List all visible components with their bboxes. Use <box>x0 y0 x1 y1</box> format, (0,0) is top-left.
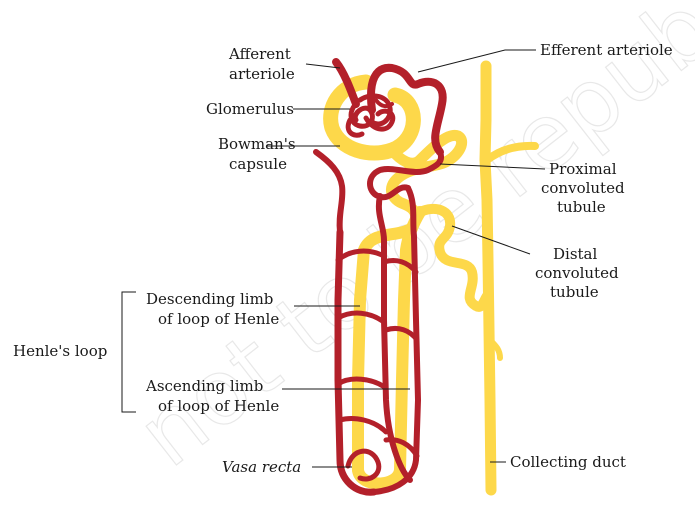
label-pct-line2: convoluted <box>541 179 625 197</box>
vasa-recta-right <box>375 193 413 483</box>
afferent-arteriole <box>332 58 360 108</box>
label-efferent: Efferent arteriole <box>540 41 673 59</box>
label-descending-line2: of loop of Henle <box>158 310 279 328</box>
label-ascending-line1: Ascending limb <box>145 377 263 395</box>
vasa-recta-crosslink-5 <box>335 376 389 391</box>
label-dct-line3: tubule <box>550 283 599 301</box>
label-dct-line1: Distal <box>553 245 597 263</box>
label-pct-line3: tubule <box>557 198 606 216</box>
label-glomerulus: Glomerulus <box>206 100 294 118</box>
label-ascending-line2: of loop of Henle <box>158 397 279 415</box>
vasa-recta-crosslink-7 <box>383 437 420 459</box>
henles-loop-bracket <box>121 291 136 413</box>
collecting-duct-branch <box>483 141 539 164</box>
label-afferent-line1: Afferent <box>228 45 291 63</box>
leader-efferent <box>417 49 536 73</box>
label-vasa-recta: Vasa recta <box>222 458 301 476</box>
vasa-recta-crosslink-2 <box>381 257 419 275</box>
collecting-duct-notch <box>487 337 503 361</box>
label-bowmans-line1: Bowman's <box>218 135 296 153</box>
labels: Afferent arteriole Efferent arteriole Gl… <box>13 41 673 476</box>
label-dct-line2: convoluted <box>535 264 619 282</box>
label-descending-line1: Descending limb <box>146 290 273 308</box>
collecting-duct <box>479 60 497 496</box>
peritubular-capillary <box>367 149 444 201</box>
label-collecting-duct: Collecting duct <box>510 453 626 471</box>
efferent-arteriole <box>367 63 447 156</box>
blood-vessel-system <box>313 58 447 496</box>
label-afferent-line2: arteriole <box>229 65 295 83</box>
distal-convoluted-tubule <box>415 203 492 312</box>
vasa-recta-left <box>334 228 378 496</box>
glomerulus-knot <box>345 93 396 138</box>
label-henles-loop: Henle's loop <box>13 342 107 360</box>
vasa-recta-crosslink-3 <box>335 310 387 325</box>
bowmans-capsule <box>323 74 421 161</box>
leader-afferent <box>305 63 341 69</box>
vasa-recta-far-right <box>371 185 421 495</box>
leader-pct <box>439 163 546 170</box>
vasa-recta-bottom-loop <box>345 448 382 482</box>
leader-dct <box>451 225 531 255</box>
vasa-recta-crosslink-6 <box>337 416 389 435</box>
label-bowmans-line2: capsule <box>229 155 287 173</box>
label-pct-line1: Proximal <box>549 160 617 178</box>
vasa-recta-crosslink-4 <box>383 325 420 343</box>
peritubular-capillary-upper <box>313 149 346 235</box>
vasa-recta-crosslink-1 <box>335 248 387 263</box>
